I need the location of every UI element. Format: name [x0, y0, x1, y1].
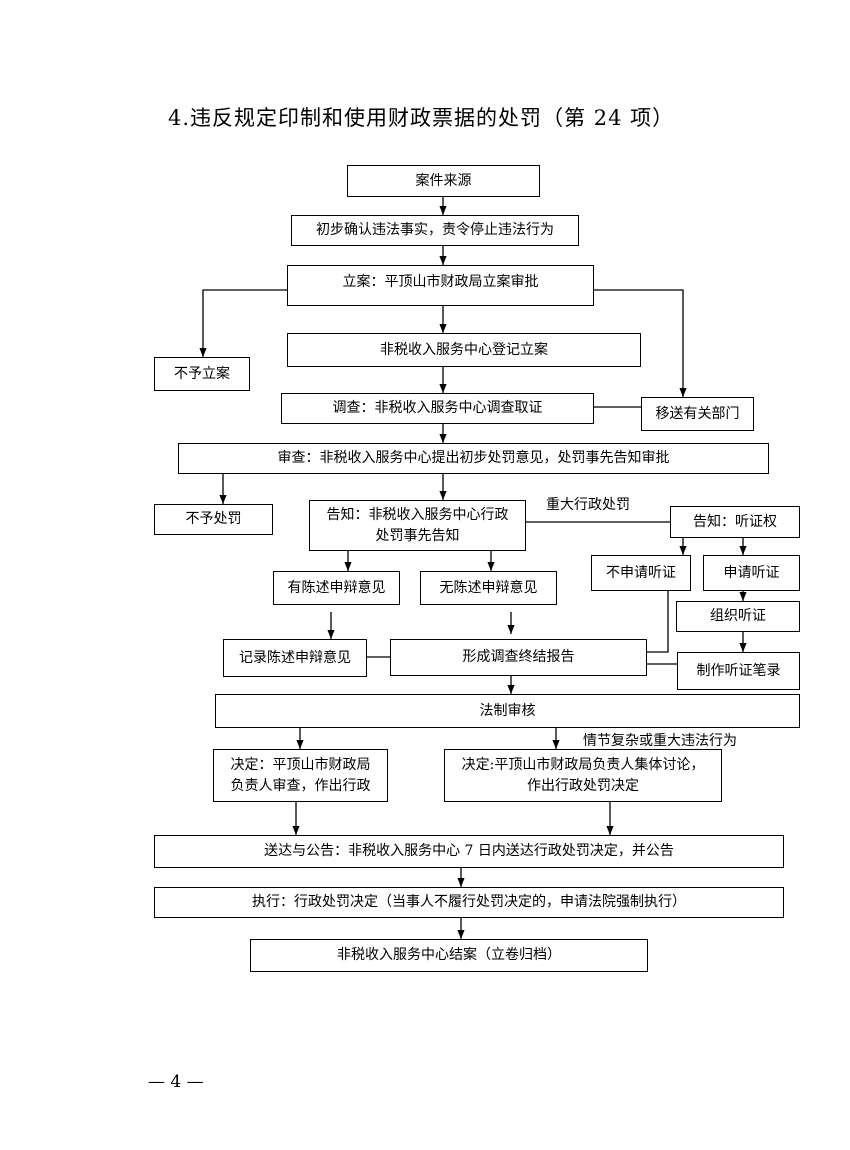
no-statement-box: 无陈述申辩意见	[420, 571, 557, 605]
filing-approval-box: 立案：平顶山市财政局立案审批	[287, 265, 594, 306]
head-decision-box: 决定：平顶山市财政局负责人审查，作出行政	[213, 749, 388, 802]
has-statement-box: 有陈述申辩意见	[273, 571, 400, 605]
no-filing-box: 不予立案	[154, 357, 250, 391]
case-closure-box: 非税收入服务中心结案（立卷归档）	[250, 939, 648, 972]
pre-notification-box: 告知：非税收入服务中心行政处罚事先告知	[309, 500, 526, 551]
hearing-right-notice-box: 告知：听证权	[670, 506, 800, 538]
record-statement-box: 记录陈述申辩意见	[223, 639, 367, 677]
register-filing-box: 非税收入服务中心登记立案	[287, 333, 641, 367]
page-number: — 4 —	[148, 1072, 204, 1092]
page-title: 4.违反规定印制和使用财政票据的处罚（第 24 项）	[168, 106, 675, 130]
review-box: 审查：非税收入服务中心提出初步处罚意见，处罚事先告知审批	[178, 443, 769, 474]
organize-hearing-box: 组织听证	[676, 601, 800, 632]
investigation-report-box: 形成调查终结报告	[390, 639, 647, 676]
preliminary-confirmation-box: 初步确认违法事实，责令停止违法行为	[291, 215, 579, 246]
no-hearing-box: 不申请听证	[591, 555, 691, 591]
hearing-record-box: 制作听证笔录	[677, 652, 800, 690]
legal-review-box: 法制审核	[215, 694, 800, 728]
major-penalty-note: 重大行政处罚	[546, 497, 630, 513]
execution-box: 执行：行政处罚决定（当事人不履行处罚决定的，申请法院强制执行）	[154, 887, 784, 918]
case-source-box: 案件来源	[347, 165, 540, 197]
apply-hearing-box: 申请听证	[703, 555, 800, 591]
delivery-notice-box: 送达与公告：非税收入服务中心 7 日内送达行政处罚决定，并公告	[154, 835, 784, 868]
no-penalty-box: 不予处罚	[154, 504, 273, 535]
transfer-department-box: 移送有关部门	[641, 397, 754, 431]
complex-case-note: 情节复杂或重大违法行为	[583, 733, 737, 749]
investigation-box: 调查：非税收入服务中心调查取证	[281, 393, 594, 424]
collective-decision-box: 决定:平顶山市财政局负责人集体讨论，作出行政处罚决定	[444, 749, 722, 802]
